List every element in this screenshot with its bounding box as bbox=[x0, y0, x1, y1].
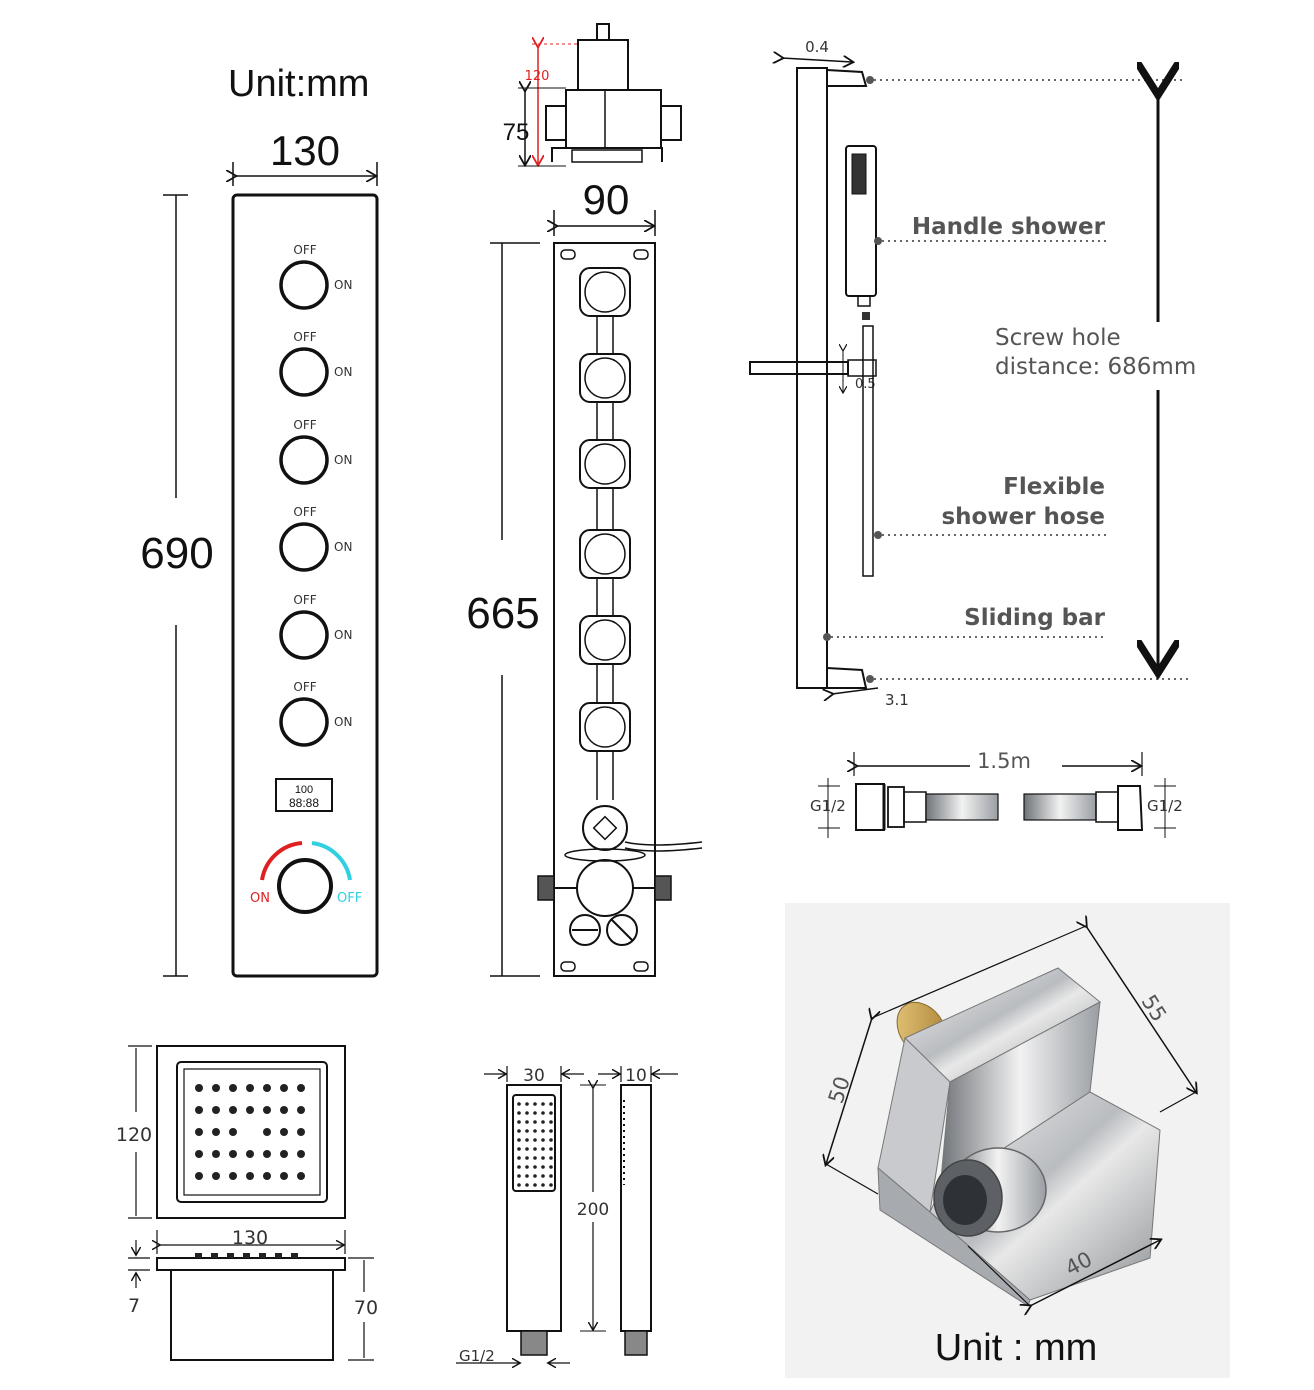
valve-1-on-label: ON bbox=[334, 278, 352, 292]
sliding-bar-label: Sliding bar bbox=[964, 605, 1106, 631]
valve-6-off-label: OFF bbox=[293, 680, 316, 694]
control-panel-drawing: Unit:mm 130 690 OFF ON OFF ON OFF ON bbox=[140, 63, 379, 978]
valve-knob-2: OFF ON bbox=[279, 330, 352, 397]
hose-thread-right-label: G1/2 bbox=[1147, 797, 1183, 815]
valve-5-off-label: OFF bbox=[293, 593, 316, 607]
jet-width-label: 130 bbox=[232, 1227, 268, 1249]
valve-knob-4: OFF ON bbox=[279, 505, 352, 572]
valve-knob-3: OFF ON bbox=[279, 418, 352, 485]
panel-outline bbox=[231, 193, 379, 978]
hose-length-label: 1.5m bbox=[977, 749, 1031, 773]
valve-3-off-label: OFF bbox=[293, 418, 316, 432]
hand-shower-thread-label: G1/2 bbox=[459, 1347, 495, 1365]
jet-plate-label: 7 bbox=[128, 1295, 140, 1317]
hand-shower-width-label: 30 bbox=[523, 1066, 545, 1086]
valve-2-off-label: OFF bbox=[293, 330, 316, 344]
jet-nozzle-grid bbox=[195, 1084, 305, 1180]
body-jet-drawing: 120 130 7 70 bbox=[116, 1045, 378, 1361]
valve-cartridge bbox=[579, 267, 631, 752]
bar-top-dim-label: 0.4 bbox=[805, 38, 829, 56]
hose-thread-left-label: G1/2 bbox=[810, 797, 846, 815]
panel-unit-label: Unit:mm bbox=[228, 63, 369, 105]
hot-arc bbox=[260, 841, 303, 881]
screw-hole-label-1: Screw hole bbox=[995, 325, 1121, 351]
display-top-readout: 100 bbox=[295, 784, 313, 796]
hose-drawing: 1.5m G1/2 G1/2 bbox=[810, 749, 1183, 838]
valve-knob-1: OFF ON bbox=[279, 243, 352, 310]
hand-shower-side bbox=[620, 1084, 652, 1332]
valve-knob-6: OFF ON bbox=[279, 680, 352, 747]
valve-2-on-label: ON bbox=[334, 365, 352, 379]
valve-4-off-label: OFF bbox=[293, 505, 316, 519]
slide-bar-drawing: 0.4 0.5 3.1 Handle shower bbox=[749, 38, 1196, 709]
valve-body-height-label: 665 bbox=[466, 589, 539, 638]
cold-arc bbox=[311, 841, 352, 881]
thermostatic-knob: ON OFF bbox=[250, 841, 362, 914]
valve-body-depth-label: 75 bbox=[503, 119, 530, 146]
valve-1-off-label: OFF bbox=[293, 243, 316, 257]
valve-total-depth-label: 120 bbox=[525, 69, 550, 84]
valve-6-on-label: ON bbox=[334, 715, 352, 729]
temperature-display: 100 88:88 bbox=[275, 778, 333, 812]
valve-body-width-label: 90 bbox=[583, 176, 630, 223]
valve-knob-5: OFF ON bbox=[279, 593, 352, 660]
hand-shower-length-label: 200 bbox=[577, 1200, 609, 1220]
hand-shower-drawing: 30 10 200 bbox=[456, 1066, 678, 1365]
jet-height-label: 120 bbox=[116, 1124, 152, 1146]
sliding-bar bbox=[796, 67, 828, 689]
jet-depth-label: 70 bbox=[354, 1297, 378, 1319]
hose-label-2: shower hose bbox=[941, 504, 1105, 530]
thermo-off-label: OFF bbox=[337, 891, 362, 906]
shower-hose bbox=[862, 325, 874, 577]
bar-bottom-dim-label: 3.1 bbox=[885, 691, 909, 709]
panel-height-label: 690 bbox=[140, 529, 213, 578]
valve-5-on-label: ON bbox=[334, 628, 352, 642]
valve-body-drawing: 120 75 90 665 bbox=[466, 23, 703, 977]
screw-hole-label-2: distance: 686mm bbox=[995, 354, 1196, 380]
bar-bracket-dim-label: 0.5 bbox=[855, 377, 876, 392]
handle-shower-label: Handle shower bbox=[912, 214, 1106, 240]
valve-3-on-label: ON bbox=[334, 453, 352, 467]
wall-elbow-photo: 55 50 40 Unit : mm bbox=[785, 903, 1230, 1378]
display-bottom-readout: 88:88 bbox=[289, 796, 319, 810]
elbow-unit-label: Unit : mm bbox=[935, 1327, 1098, 1369]
thermo-on-label: ON bbox=[250, 891, 270, 906]
valve-4-on-label: ON bbox=[334, 540, 352, 554]
hose-label-1: Flexible bbox=[1003, 474, 1105, 500]
hand-shower-thickness-label: 10 bbox=[625, 1066, 647, 1086]
panel-width-label: 130 bbox=[270, 127, 340, 174]
